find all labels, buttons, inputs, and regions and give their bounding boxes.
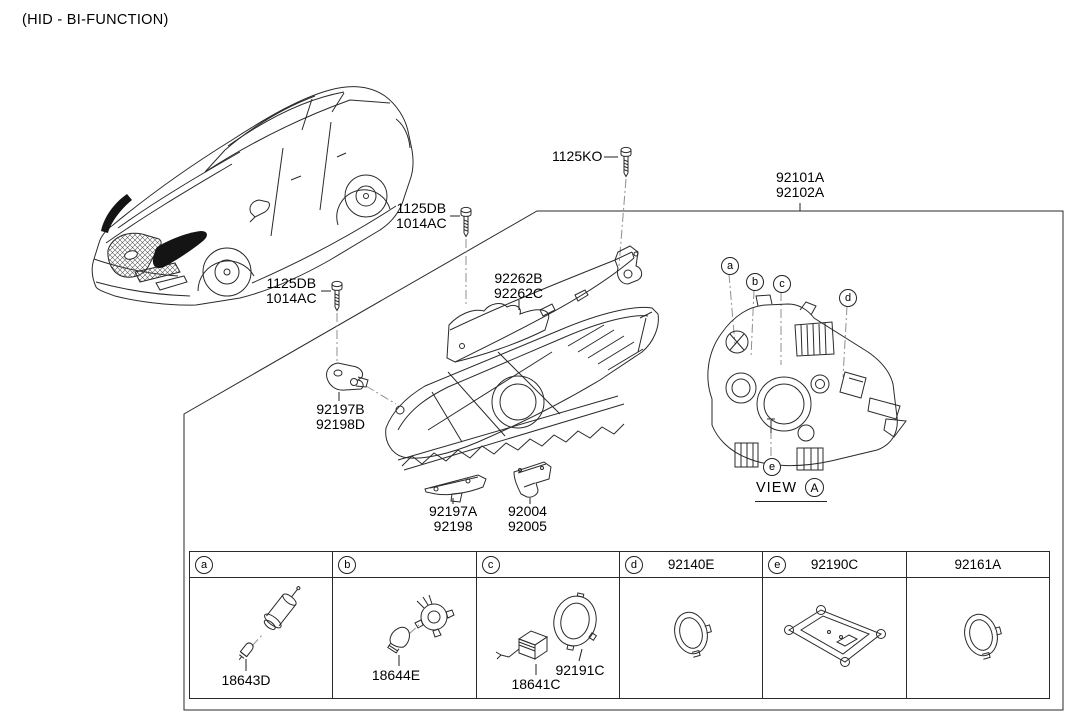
page-title: (HID - BI-FUNCTION) xyxy=(22,12,169,28)
part-label-92197b-92198d: 92197B 92198D xyxy=(316,402,365,432)
headlamp-rear-view xyxy=(707,294,907,471)
part-number: 92197A xyxy=(429,503,478,519)
table-cell-f xyxy=(907,578,1049,698)
table-header-c: c xyxy=(476,552,619,578)
view-word: VIEW xyxy=(756,479,798,496)
dust-cover-92161a-icon xyxy=(964,613,1002,660)
part-number: 92198D xyxy=(316,416,366,432)
header-letter-c: c xyxy=(481,556,500,574)
header-part-number: 92190C xyxy=(810,557,859,572)
view-a-tag: VIEW A xyxy=(755,478,828,502)
dust-cover-92140e-icon xyxy=(674,611,712,658)
part-number: 1125DB xyxy=(396,200,447,216)
table-header-f: 92161A xyxy=(906,552,1049,578)
car-illustration xyxy=(91,86,414,306)
part-number: 92262C xyxy=(494,285,544,301)
bulb-18643d-icon xyxy=(238,642,254,660)
table-column-e: e 92190C xyxy=(763,552,907,698)
part-label-92101a-92102a: 92101A 92102A xyxy=(776,170,824,200)
header-letter-b: b xyxy=(338,556,357,574)
bulb-socket-18644e-icon xyxy=(414,594,455,638)
ballast-92190c-icon xyxy=(784,605,886,667)
callout-d: d xyxy=(839,289,857,307)
cell-label-18644e: 18644E xyxy=(371,667,421,683)
bulb-socket-18643d-icon xyxy=(263,586,301,630)
callout-a: a xyxy=(721,257,739,275)
headlamp-front-view xyxy=(385,306,659,471)
part-number: 1014AC xyxy=(396,215,447,231)
bolt-1125db-upper-icon xyxy=(460,206,472,237)
part-number: 92262B xyxy=(494,270,543,286)
table-header-d: d 92140E xyxy=(619,552,763,578)
table-column-d: d 92140E xyxy=(619,552,764,698)
table-column-b: b xyxy=(333,552,477,698)
label-leader-lines xyxy=(245,156,801,675)
header-part-number: 92161A xyxy=(954,557,1002,572)
car-front-wheel xyxy=(202,247,252,297)
table-column-a: a xyxy=(190,552,334,698)
part-number: 92101A xyxy=(776,169,825,185)
table-header-a: a xyxy=(190,552,333,578)
header-letter-a: a xyxy=(195,556,213,574)
part-number: 1125KO xyxy=(552,148,603,164)
igniter-18641c-icon xyxy=(495,630,549,660)
table-cell-d xyxy=(620,578,762,698)
bolt-1125ko-icon xyxy=(620,146,632,177)
callout-c: c xyxy=(773,275,791,293)
bulb-18644e-icon xyxy=(387,626,410,654)
table-column-f: 92161A xyxy=(906,552,1049,698)
retainer-ring-92191c-icon xyxy=(553,592,598,651)
part-label-92262b-92262c: 92262B 92262C xyxy=(494,271,543,301)
bracket-92004-icon xyxy=(513,461,552,498)
table-cell-e xyxy=(763,578,905,698)
cell-label-18643d: 18643D xyxy=(221,672,271,688)
part-label-92004-92005: 92004 92005 xyxy=(508,504,547,534)
part-number: 92004 xyxy=(508,503,547,519)
headlamp-trim-rail xyxy=(446,245,643,363)
part-label-1125db-lower: 1125DB 1014AC xyxy=(266,276,317,306)
cell-label-18641c: 18641C xyxy=(511,676,561,692)
part-label-1125db-upper: 1125DB 1014AC xyxy=(396,201,447,231)
bracket-92197a-icon xyxy=(424,474,487,503)
part-number: 92198 xyxy=(433,518,473,534)
part-number: 1125DB xyxy=(266,275,317,291)
header-letter-d: d xyxy=(624,556,643,574)
header-letter-e: e xyxy=(768,556,787,574)
part-number: 1014AC xyxy=(266,290,317,306)
part-number: 92102A xyxy=(776,184,825,200)
table-column-c: c xyxy=(476,552,620,698)
parts-table: a b c d 92140E e 92190C xyxy=(189,551,1050,699)
callout-b: b xyxy=(746,273,764,291)
part-number: 92197B xyxy=(316,401,365,417)
bracket-92197b-icon xyxy=(326,362,369,391)
bolt-1125db-lower-icon xyxy=(331,280,343,311)
part-label-1125ko: 1125KO xyxy=(552,149,602,164)
table-header-e: e 92190C xyxy=(763,552,906,578)
cell-label-92191c: 92191C xyxy=(555,662,605,678)
diagram-boundary-box xyxy=(183,210,1064,711)
header-part-number: 92140E xyxy=(667,557,715,572)
part-number: 92005 xyxy=(508,518,547,534)
table-header-b: b xyxy=(333,552,476,578)
view-letter-circle: A xyxy=(805,478,825,497)
car-rear-wheel xyxy=(344,174,388,218)
part-label-92197a-92198: 92197A 92198 xyxy=(429,504,477,534)
car-headlamp-shaded xyxy=(152,231,207,269)
callout-e: e xyxy=(763,458,781,476)
